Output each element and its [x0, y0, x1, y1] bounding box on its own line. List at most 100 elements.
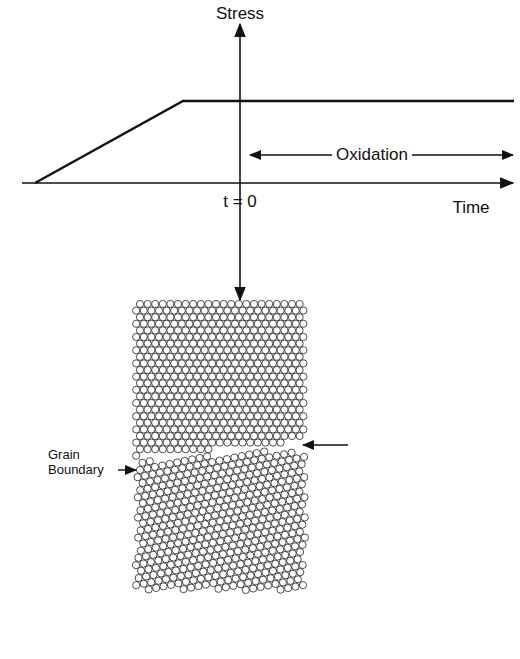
atom	[172, 547, 179, 554]
atom	[258, 366, 265, 373]
atom	[228, 340, 235, 347]
atom	[178, 307, 185, 314]
atom	[201, 399, 208, 406]
atom	[217, 517, 224, 524]
atom	[152, 564, 159, 571]
atom	[211, 471, 218, 478]
atom	[243, 406, 250, 413]
atom	[200, 568, 207, 575]
atom	[247, 532, 254, 539]
atom	[228, 300, 235, 307]
atom	[224, 347, 231, 354]
atom	[194, 482, 201, 489]
atom	[231, 439, 238, 446]
atom	[289, 530, 296, 537]
atom	[274, 533, 281, 540]
atom	[178, 373, 185, 380]
atom	[235, 406, 242, 413]
atom	[247, 373, 254, 380]
atom	[137, 487, 144, 494]
atom	[171, 347, 178, 354]
atom	[254, 386, 261, 393]
atom	[262, 386, 269, 393]
atom	[201, 360, 208, 367]
atom	[249, 484, 256, 491]
atom	[247, 360, 254, 367]
atom	[156, 469, 163, 476]
atom	[266, 432, 273, 439]
atom	[212, 512, 219, 519]
atom	[239, 493, 246, 500]
atom	[195, 562, 202, 569]
atom	[150, 551, 157, 558]
atom	[237, 540, 244, 547]
atom	[148, 439, 155, 446]
atom	[150, 531, 157, 538]
atom	[278, 458, 285, 465]
atom	[133, 452, 140, 459]
atom	[136, 366, 143, 373]
atom	[190, 577, 197, 584]
atom	[220, 571, 227, 578]
atom	[253, 449, 260, 456]
atom	[204, 473, 211, 480]
atom	[154, 476, 161, 483]
atom	[281, 491, 288, 498]
atom	[186, 386, 193, 393]
atom	[179, 525, 186, 532]
atom	[258, 475, 265, 482]
atom	[296, 488, 303, 495]
atom	[259, 576, 266, 583]
atom	[197, 535, 204, 542]
atom	[209, 519, 216, 526]
atom	[264, 501, 271, 508]
atom	[269, 439, 276, 446]
atom	[283, 484, 290, 491]
atom	[160, 563, 167, 570]
atom	[194, 522, 201, 529]
atom	[137, 507, 144, 514]
atom	[135, 574, 142, 581]
atom	[258, 327, 265, 334]
atom	[220, 366, 227, 373]
atom	[148, 426, 155, 433]
atom	[266, 340, 273, 347]
atom	[283, 464, 290, 471]
atom	[288, 380, 295, 387]
atom	[291, 462, 298, 469]
atom	[170, 574, 177, 581]
atom	[247, 386, 254, 393]
atom	[159, 393, 166, 400]
atom	[186, 373, 193, 380]
stress-axis	[239, 24, 241, 183]
atom	[224, 496, 231, 503]
atom	[244, 519, 251, 526]
atom	[241, 506, 248, 513]
atom	[197, 515, 204, 522]
atom	[246, 451, 253, 458]
atom	[212, 419, 219, 426]
atom	[212, 353, 219, 360]
atom	[212, 393, 219, 400]
atom	[144, 353, 151, 360]
atom	[190, 380, 197, 387]
atom	[135, 534, 142, 541]
atom	[169, 534, 176, 541]
atom	[247, 399, 254, 406]
atom	[272, 560, 279, 567]
atom	[299, 541, 306, 548]
atom	[204, 513, 211, 520]
atom	[289, 550, 296, 557]
atom	[273, 314, 280, 321]
atom	[220, 380, 227, 387]
atom	[258, 340, 265, 347]
atom	[264, 562, 271, 569]
atom	[239, 413, 246, 420]
atom	[243, 300, 250, 307]
atom	[224, 320, 231, 327]
atom	[171, 439, 178, 446]
atom	[155, 537, 162, 544]
atom	[297, 569, 304, 576]
atom	[252, 537, 259, 544]
atom	[216, 477, 223, 484]
